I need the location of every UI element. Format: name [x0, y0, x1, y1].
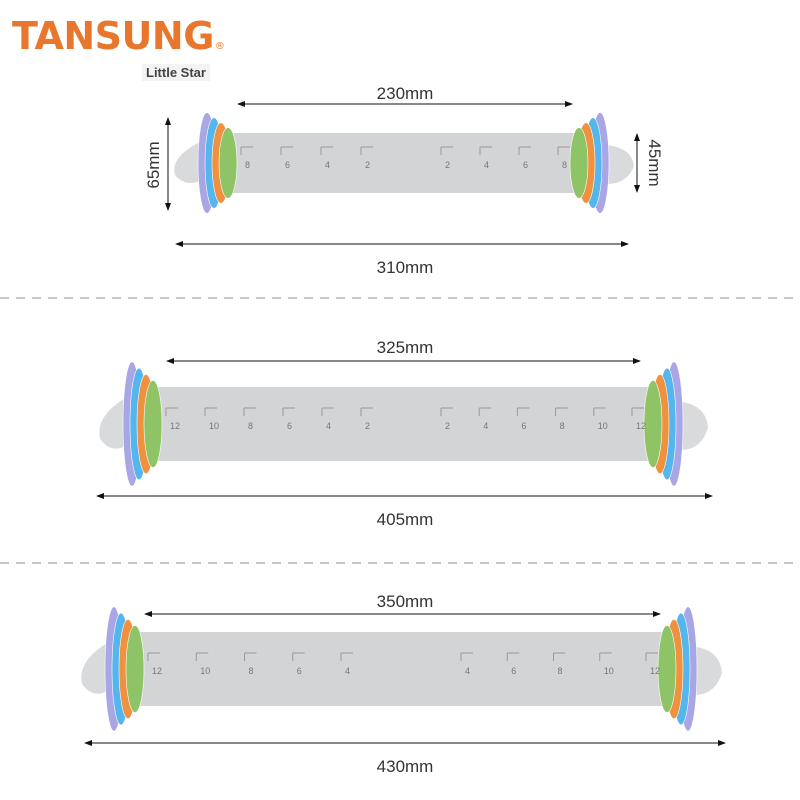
dimension-label: 325mm	[377, 338, 434, 357]
scale-label: 10	[604, 666, 614, 676]
dimension-label: 230mm	[377, 84, 434, 103]
scale-label: 2	[445, 421, 450, 431]
handle-left	[81, 643, 107, 694]
thickness-ring	[643, 380, 663, 468]
scale-label: 8	[560, 421, 565, 431]
rolling-pin-2: 12 10 8 6 4 2 2 4 6 8 10 12	[99, 361, 708, 487]
scale-label: 8	[249, 666, 254, 676]
dimension-label: 430mm	[377, 757, 434, 776]
dimension-label: 310mm	[377, 258, 434, 277]
scale-label: 12	[636, 421, 646, 431]
registered-mark: ®	[214, 41, 225, 52]
brand-logo: TANSUNG®	[12, 14, 225, 58]
scale-label: 12	[650, 666, 660, 676]
thickness-ring	[218, 127, 238, 199]
dimension-total-2: 405mm	[96, 493, 713, 529]
scale-label: 2	[365, 160, 370, 170]
dimension-label: 405mm	[377, 510, 434, 529]
scale-label: 4	[325, 160, 330, 170]
scale-label: 10	[598, 421, 608, 431]
roller-body	[132, 632, 670, 706]
scale-label: 12	[152, 666, 162, 676]
scale-label: 6	[285, 160, 290, 170]
thickness-ring	[143, 380, 163, 468]
scale-label: 8	[558, 666, 563, 676]
dimension-total-3: 430mm	[84, 740, 726, 776]
dimension-total-1: 310mm	[175, 241, 629, 277]
rolling-pin-3: 12 10 8 6 4 4 6 8 10 12	[81, 606, 722, 732]
scale-label: 4	[484, 160, 489, 170]
dimension-body-diameter: 45mm	[634, 133, 664, 193]
scale-label: 4	[465, 666, 470, 676]
dimension-label: 65mm	[144, 141, 163, 188]
thickness-ring	[657, 625, 677, 713]
roller-body	[150, 387, 656, 461]
dimension-ring-diameter: 65mm	[144, 117, 171, 211]
scale-label: 12	[170, 421, 180, 431]
scale-label: 8	[562, 160, 567, 170]
roller-body	[225, 133, 582, 193]
scale-label: 2	[445, 160, 450, 170]
scale-label: 10	[200, 666, 210, 676]
scale-label: 4	[326, 421, 331, 431]
brand-name: TANSUNG	[12, 14, 214, 58]
thickness-ring	[569, 127, 589, 199]
brand-subtitle: Little Star	[142, 64, 210, 81]
handle-left	[174, 142, 200, 183]
scale-label: 6	[297, 666, 302, 676]
thickness-ring	[125, 625, 145, 713]
dimension-inner-2: 325mm	[166, 338, 641, 364]
scale-label: 6	[521, 421, 526, 431]
handle-left	[99, 398, 125, 449]
scale-label: 8	[245, 160, 250, 170]
scale-label: 6	[287, 421, 292, 431]
scale-label: 6	[523, 160, 528, 170]
handle-right	[695, 646, 722, 695]
dimension-inner-1: 230mm	[237, 84, 573, 107]
scale-label: 10	[209, 421, 219, 431]
scale-label: 6	[511, 666, 516, 676]
scale-label: 8	[248, 421, 253, 431]
scale-label: 4	[483, 421, 488, 431]
scale-label: 2	[365, 421, 370, 431]
handle-right	[607, 145, 634, 184]
dimension-label: 350mm	[377, 592, 434, 611]
dimension-inner-3: 350mm	[144, 592, 661, 617]
scale-label: 4	[345, 666, 350, 676]
handle-right	[681, 401, 708, 450]
rolling-pin-1: 8 6 4 2 2 4 6 8	[174, 112, 634, 214]
dimension-label: 45mm	[645, 139, 664, 186]
